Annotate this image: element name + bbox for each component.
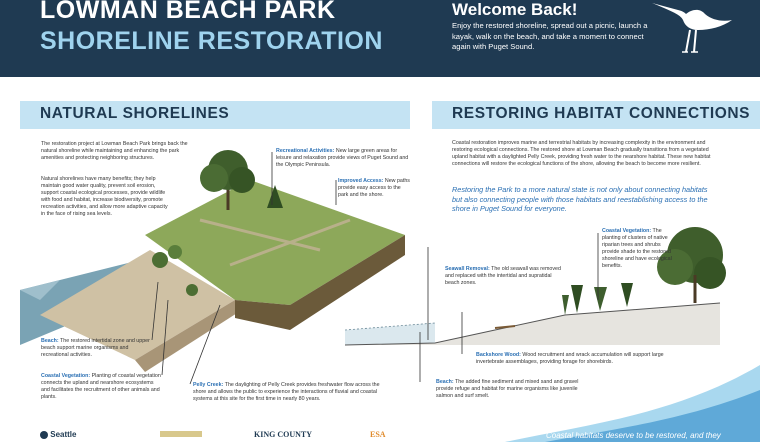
welcome-text: Enjoy the restored shoreline, spread out… [452, 21, 648, 51]
callout-seawall-removal: Seawall Removal: The old seawall was rem… [445, 266, 561, 287]
right-intro-text: Coastal restoration improves marine and … [452, 140, 711, 168]
state-agency-emblem-icon [160, 431, 202, 437]
heron-icon [652, 3, 732, 53]
left-intro-text: The restoration project at Lowman Beach … [41, 141, 188, 162]
habitat-connections-title: RESTORING HABITAT CONNECTIONS [452, 105, 751, 122]
callout-improved-access: Improved Access: New paths provide easy … [338, 178, 410, 199]
seattle-logo: Seattle [40, 430, 76, 439]
callout-recreational: Recreational Activities: New large green… [276, 148, 409, 169]
callout-vegetation-right: Coastal Vegetation: The planting of clus… [602, 228, 672, 270]
welcome-title: Welcome Back! [452, 0, 578, 19]
header-bar: LOWMAN BEACH PARK SHORELINE RESTORATION … [0, 0, 760, 77]
king-county-logo: KING COUNTY [254, 430, 313, 439]
state-agency-logo [160, 430, 202, 439]
habitat-connections-banner: RESTORING HABITAT CONNECTIONS [432, 101, 760, 129]
callout-backshore-wood: Backshore Wood: Wood recruitment and wra… [476, 352, 664, 366]
left-benefits-text: Natural shorelines have many benefits; t… [41, 176, 168, 218]
callout-beach-left: Beach: The restored intertidal zone and … [41, 338, 150, 359]
right-italic-statement: Restoring the Park to a more natural sta… [452, 185, 708, 214]
callout-beach-right: Beach: The added fine sediment and mixed… [436, 379, 579, 400]
callout-vegetation-left: Coastal Vegetation: Planting of coastal … [41, 373, 161, 401]
seattle-emblem-icon [40, 430, 48, 439]
natural-shorelines-title: NATURAL SHORELINES [40, 105, 230, 122]
title-line-2: SHORELINE RESTORATION [40, 27, 383, 55]
natural-shorelines-banner: NATURAL SHORELINES [20, 101, 410, 129]
callout-pelly-creek: Pelly Creek: The daylighting of Pelly Cr… [193, 382, 380, 403]
closing-statement: Coastal habitats deserve to be restored,… [546, 431, 721, 440]
esa-logo: ESA [370, 430, 386, 439]
title-line-1: LOWMAN BEACH PARK [40, 0, 336, 24]
shoreline-profile-illustration [345, 227, 760, 442]
